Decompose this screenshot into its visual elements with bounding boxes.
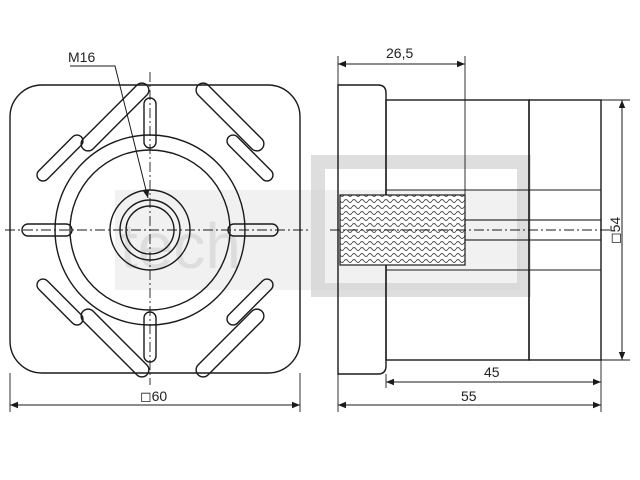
thread-leader-line (70, 65, 150, 199)
slot-diag-bl2 (36, 278, 84, 326)
slot-diag-tr2 (226, 134, 274, 182)
side-len45-dim-label: 45 (484, 364, 500, 380)
slot-diag-br (195, 308, 265, 378)
side-height-dim-label: ◻54 (607, 217, 623, 244)
watermark-text: tech (120, 210, 241, 282)
side-len55-dim-label: 55 (461, 388, 477, 404)
front-width-label: ◻60 (140, 388, 167, 404)
side-view (330, 56, 630, 412)
slot-diag-br2 (226, 278, 274, 326)
watermark-box (311, 155, 531, 297)
side-top-dim-label: 26,5 (386, 45, 413, 61)
slot-diag-tr (195, 82, 265, 152)
slot-diag-tl (80, 82, 150, 152)
front-view (5, 65, 310, 412)
thread-label: M16 (68, 49, 95, 65)
slot-diag-tl2 (36, 134, 84, 182)
side-flange (337, 84, 387, 375)
slot-diag-bl (80, 308, 150, 378)
front-outline (9, 84, 301, 374)
